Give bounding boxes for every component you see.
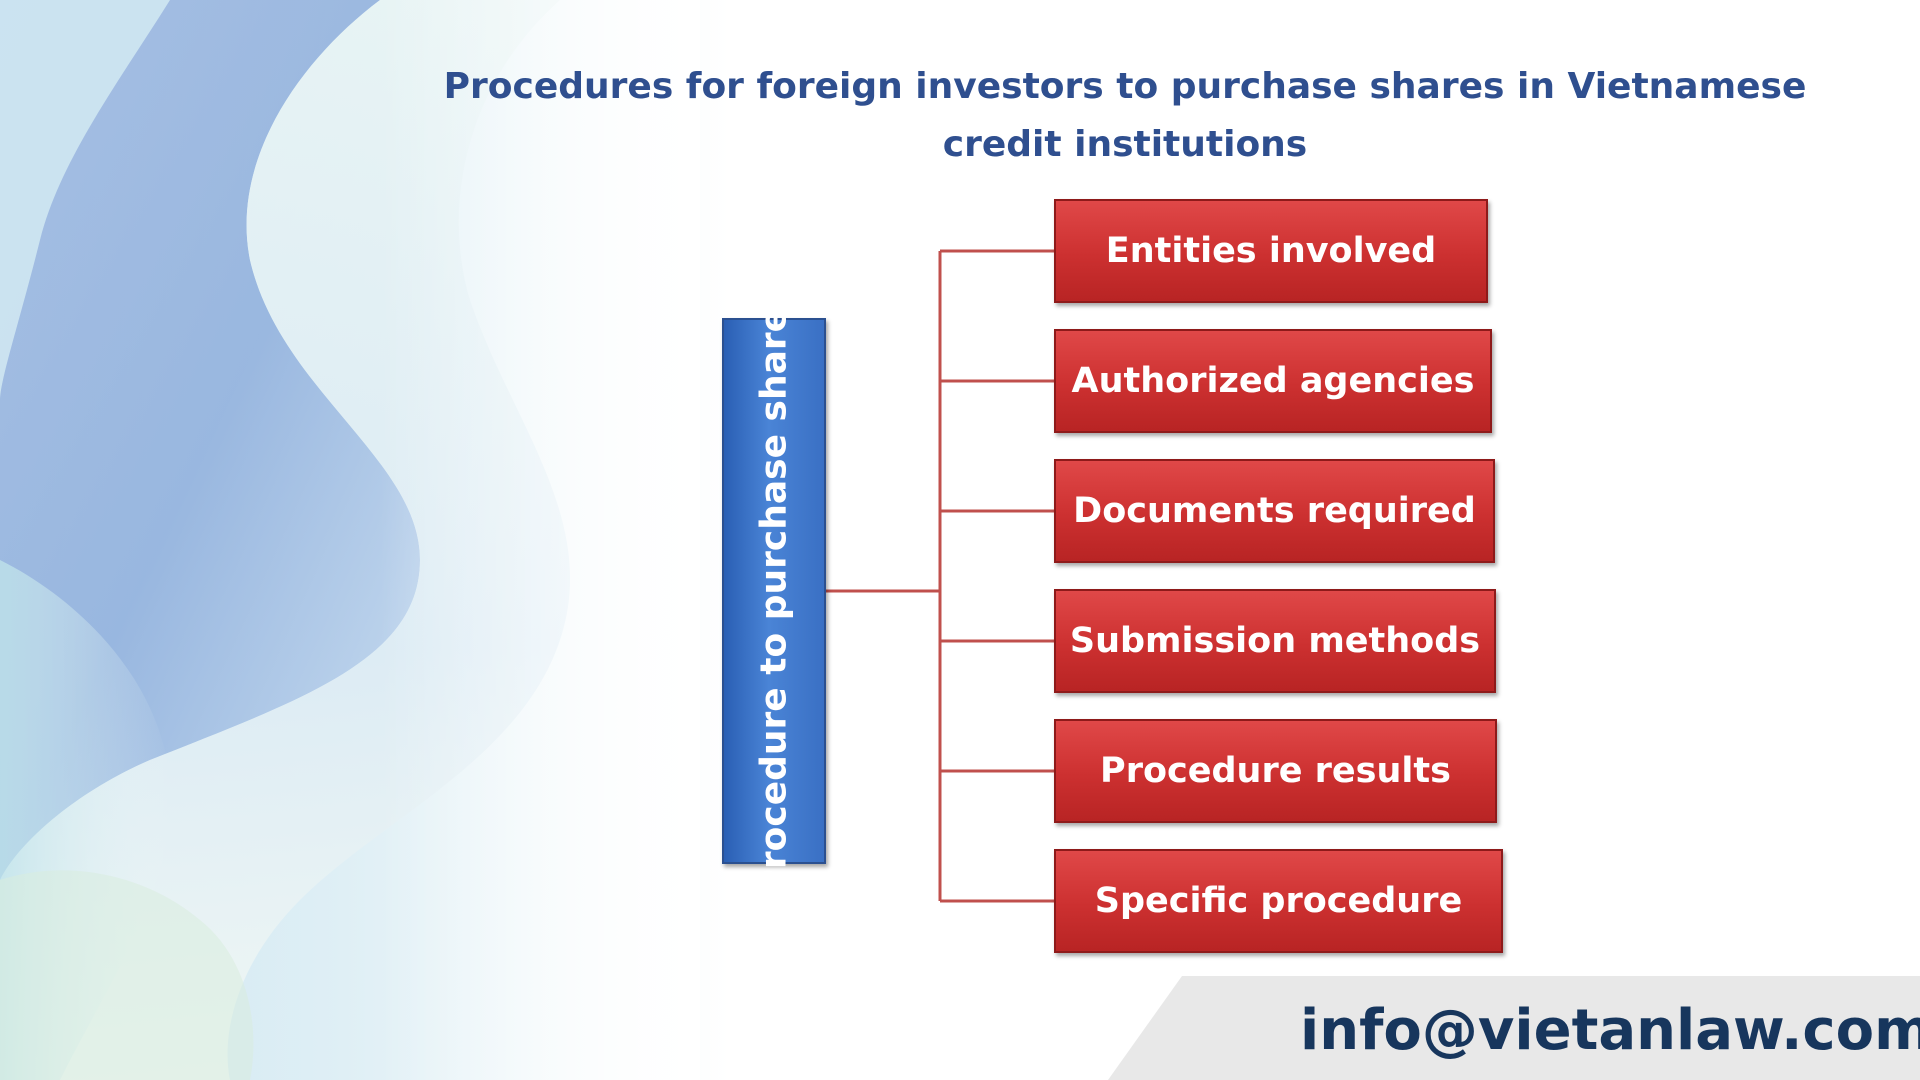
child-node-documents-required: Documents required bbox=[1054, 459, 1495, 563]
child-node-specific-procedure: Specific procedure bbox=[1054, 849, 1503, 953]
child-node-label: Authorized agencies bbox=[1071, 361, 1475, 401]
contact-email: info@vietanlaw.com bbox=[1300, 998, 1920, 1063]
child-node-label: Entities involved bbox=[1105, 231, 1437, 271]
page-title: Procedures for foreign investors to purc… bbox=[443, 66, 1807, 165]
child-node-submission-methods: Submission methods bbox=[1054, 589, 1496, 693]
child-node-label: Procedure results bbox=[1100, 751, 1451, 791]
child-node-entities-involved: Entities involved bbox=[1054, 199, 1488, 303]
child-node-label: Documents required bbox=[1073, 491, 1476, 531]
root-node-label: Procedure to purchase shares bbox=[753, 286, 795, 896]
root-node: Procedure to purchase shares bbox=[722, 287, 826, 895]
child-node-authorized-agencies: Authorized agencies bbox=[1054, 329, 1492, 433]
child-node-procedure-results: Procedure results bbox=[1054, 719, 1497, 823]
child-node-label: Submission methods bbox=[1069, 621, 1481, 661]
child-node-label: Specific procedure bbox=[1094, 881, 1463, 921]
